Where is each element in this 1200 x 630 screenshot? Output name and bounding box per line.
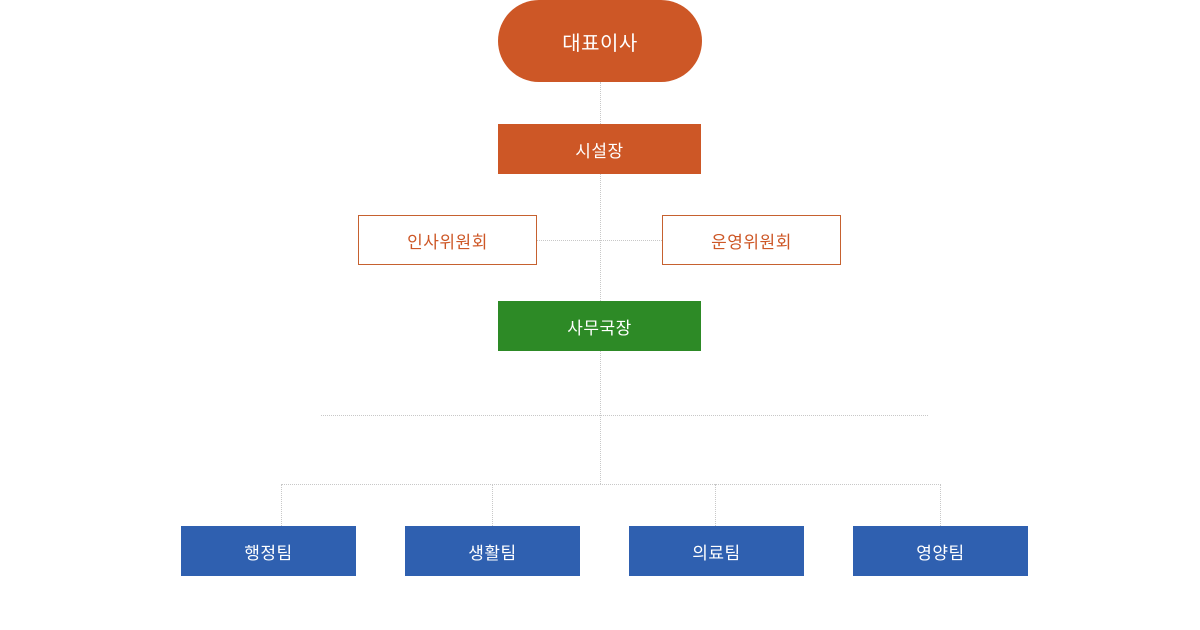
connector-director-to-secretary [600,174,601,301]
connector-team-2 [492,484,493,526]
node-secretary-general: 사무국장 [498,301,701,351]
divider-line [321,415,928,416]
connector-ceo-to-director [600,82,601,124]
node-team-living: 생활팀 [405,526,580,576]
node-ceo: 대표이사 [498,0,702,82]
node-team-nutrition: 영양팀 [853,526,1028,576]
node-team-admin: 행정팀 [181,526,356,576]
node-hr-committee: 인사위원회 [358,215,537,265]
connector-team-1 [281,484,282,526]
node-director: 시설장 [498,124,701,174]
connector-team-3 [715,484,716,526]
connector-secretary-to-teams [600,351,601,484]
connector-team-4 [940,484,941,526]
node-operations-committee: 운영위원회 [662,215,841,265]
node-team-medical: 의료팀 [629,526,804,576]
connector-committees [537,240,662,241]
connector-teams-bar [281,484,941,485]
